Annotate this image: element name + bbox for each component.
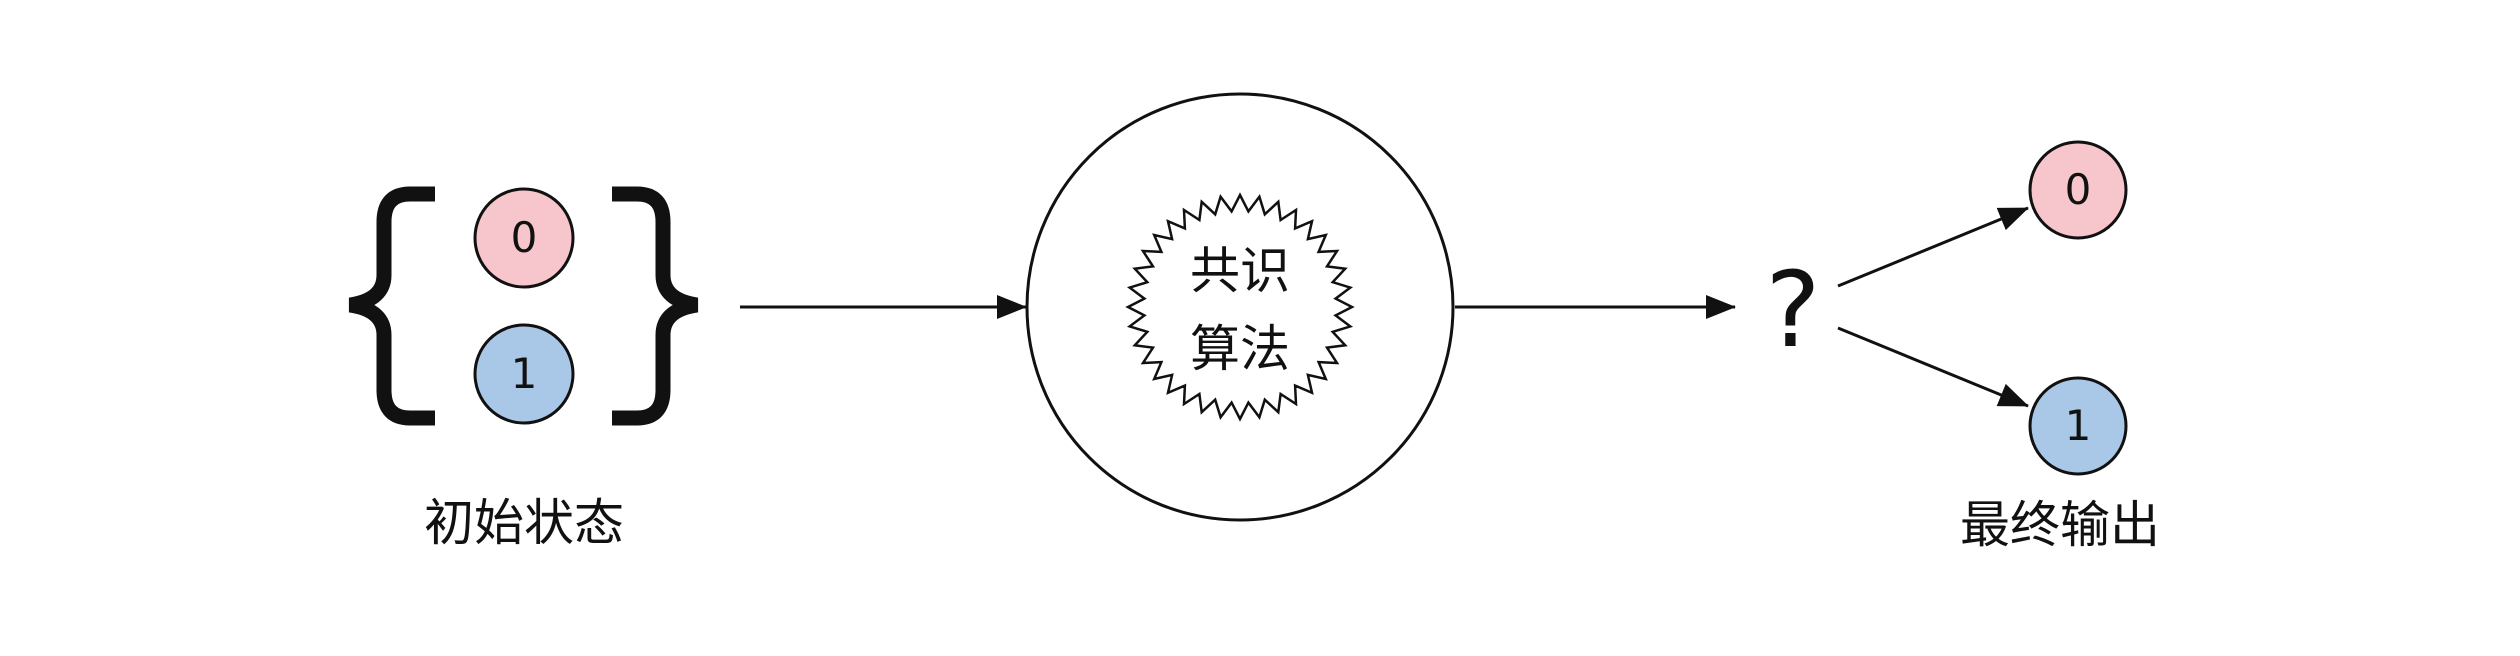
output-one-label: 1	[2065, 401, 2092, 450]
algorithm-starburst	[1125, 192, 1355, 422]
arrow-to-output-zero	[1837, 206, 2029, 288]
initial-state-caption: 初始状态	[424, 494, 624, 552]
consensus-algorithm-node: 共识 算法	[1025, 92, 1455, 522]
algorithm-label-line2: 算法	[1190, 320, 1290, 378]
initial-one-label: 1	[511, 349, 538, 398]
uncertain-outcome-mark: ?	[1765, 249, 1820, 371]
initial-state-group: 0 1 初始状态	[348, 186, 699, 552]
initial-zero-circle	[473, 187, 575, 289]
right-brace	[612, 186, 699, 426]
initial-zero-label: 0	[511, 213, 538, 262]
initial-one-circle	[473, 323, 575, 425]
final-output-group: 0 1 最终输出	[1960, 140, 2160, 554]
algorithm-label-line1: 共识	[1190, 242, 1290, 300]
output-one-circle	[2028, 376, 2128, 476]
output-zero-circle	[2028, 140, 2128, 240]
left-brace	[348, 186, 435, 426]
output-zero-label: 0	[2065, 165, 2092, 214]
final-output-caption: 最终输出	[1960, 496, 2160, 554]
arrow-to-output-one	[1837, 326, 2029, 408]
